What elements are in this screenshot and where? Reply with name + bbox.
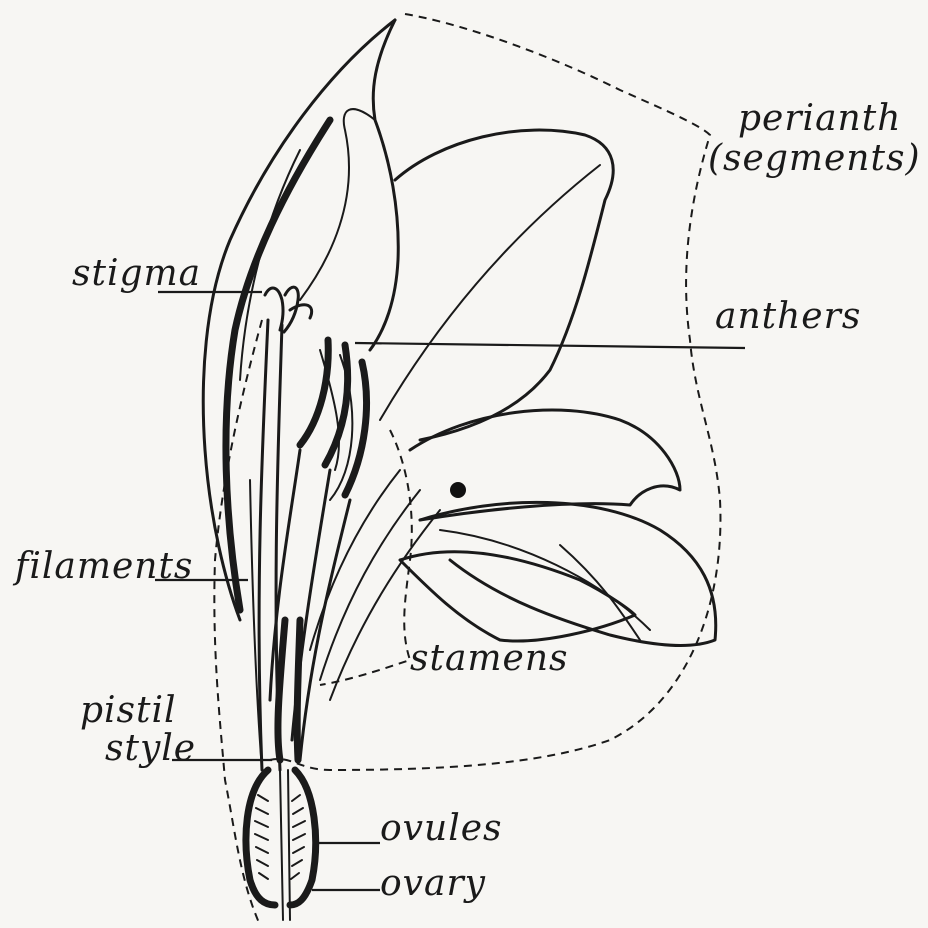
label-ovules: ovules: [380, 808, 503, 849]
label-filaments: filaments: [12, 546, 193, 587]
stamens-outline: [320, 430, 412, 685]
lower-petal-vein: [440, 530, 650, 630]
right-petal: [395, 130, 613, 440]
label-ovary: ovary: [380, 863, 486, 904]
label-pistil: pistil: [80, 690, 177, 731]
petal-spot: [450, 482, 466, 498]
right-petal-fold: [380, 165, 600, 420]
anther-1: [300, 340, 328, 445]
lower-petal-vein-2: [560, 545, 640, 640]
ovules-right: [291, 795, 305, 879]
filament-3: [300, 500, 350, 760]
label-stigma: stigma: [72, 253, 201, 294]
style-left: [259, 320, 268, 770]
label-perianth: perianth: [738, 98, 901, 139]
label-segments: (segments): [708, 138, 920, 179]
label-style: style: [105, 728, 196, 769]
anthers-leader: [355, 343, 745, 348]
upper-petal-inner: [370, 20, 398, 350]
ovary-axis: [280, 770, 290, 920]
ovary-wall-right: [290, 770, 316, 905]
upper-petal-fold: [300, 109, 375, 300]
filament-shade: [278, 620, 300, 760]
lower-petal-3: [400, 552, 635, 641]
label-anthers: anthers: [715, 296, 861, 337]
ovules-left: [255, 795, 268, 879]
label-stamens: stamens: [410, 638, 569, 679]
